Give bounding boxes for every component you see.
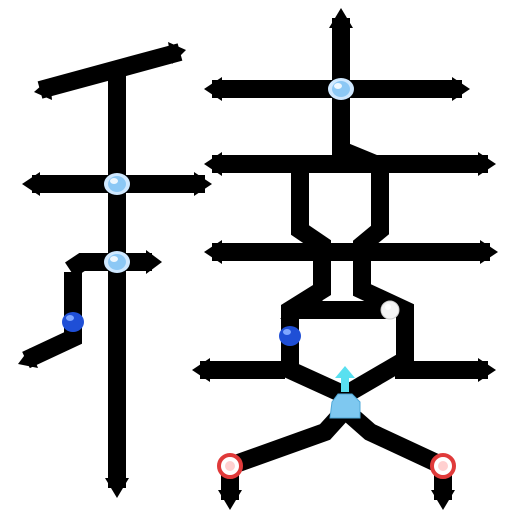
- path-leg-left: [221, 403, 352, 500]
- arrow-tip-leg-left: [218, 490, 242, 510]
- arrow-tip-left-top-west: [34, 78, 52, 100]
- arrow-tip-right-top: [329, 8, 353, 28]
- arrow-tip-left-bottom: [105, 478, 129, 498]
- arrow-tip-left-hook: [18, 348, 38, 368]
- gem-left-hook[interactable]: [62, 312, 84, 332]
- arrow-tip-leg-right: [431, 490, 455, 510]
- orb-left-crossbar[interactable]: [104, 173, 130, 195]
- path-center-right-wall: [340, 164, 414, 403]
- arrow-tip-bar2-east: [478, 152, 496, 176]
- pearl-center-right[interactable]: [380, 300, 400, 320]
- gem-center-left[interactable]: [279, 326, 301, 346]
- goal-target-right[interactable]: [430, 453, 456, 479]
- arrow-tip-bar1-west: [204, 77, 222, 101]
- arrow-tip-bar3-west: [204, 240, 222, 264]
- arrow-tip-bar1-east: [452, 77, 470, 101]
- path-leg-right: [339, 403, 452, 500]
- path-left-hook: [22, 272, 82, 369]
- arrow-tip-left-short-arm: [146, 250, 162, 274]
- path-center-left-wall: [281, 164, 349, 404]
- path-left-top-slash: [37, 43, 183, 99]
- arrow-tip-left-top-east: [168, 42, 186, 64]
- player-body: [329, 393, 361, 419]
- arrow-tip-bar4-east: [478, 358, 496, 382]
- arrow-tip-left-crossbar-west: [22, 172, 40, 196]
- arrow-tip-bar3-east: [480, 240, 498, 264]
- player-marker[interactable]: [329, 366, 361, 419]
- arrow-tip-left-crossbar-east: [194, 172, 212, 196]
- arrow-tip-bar2-west: [204, 152, 222, 176]
- player-direction-arrow: [335, 366, 355, 392]
- orb-top-right[interactable]: [328, 78, 354, 100]
- path-center-connector: [279, 292, 390, 319]
- arrow-tip-bar4-west: [192, 358, 210, 382]
- orb-left-short-arm[interactable]: [104, 251, 130, 273]
- goal-target-left[interactable]: [217, 453, 243, 479]
